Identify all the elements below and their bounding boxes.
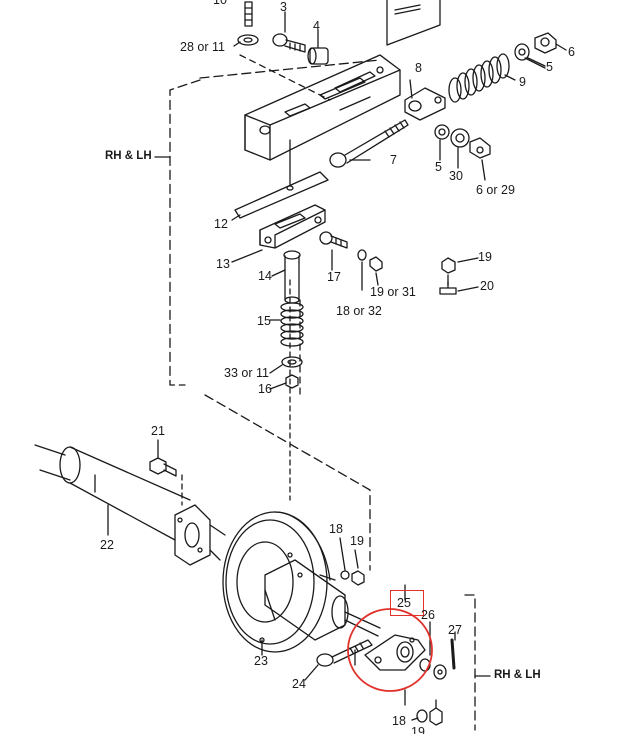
callout-5-lower: 5 (435, 160, 442, 174)
callout-14: 14 (258, 269, 272, 283)
pin-spring-stack (280, 250, 304, 389)
callout-7: 7 (390, 153, 397, 167)
callout-21: 21 (151, 424, 165, 438)
callout-9: 9 (519, 75, 526, 89)
callout-16: 16 (258, 382, 272, 396)
callout-10: 10 (213, 0, 227, 7)
spring-assembly (404, 32, 567, 181)
split-pin-27 (450, 631, 456, 670)
bolt-21 (149, 439, 177, 477)
bolt-24 (304, 639, 373, 681)
callout-6-or-29: 6 or 29 (476, 183, 515, 197)
callout-6-top: 6 (568, 45, 575, 59)
top-small-parts (237, 1, 329, 65)
callout-30: 30 (449, 169, 463, 183)
callout-18-upper: 18 (329, 522, 343, 536)
callout-18-or-32: 18 or 32 (336, 304, 382, 318)
label-rh-lh-bottom: RH & LH (494, 669, 541, 681)
callout-33-or-11: 33 or 11 (224, 366, 269, 380)
callout-23: 23 (254, 654, 268, 668)
callout-20: 20 (480, 279, 494, 293)
callout-19-or-31: 19 or 31 (370, 285, 416, 299)
label-rh-lh-top: RH & LH (105, 150, 152, 162)
highlight-box-25 (390, 590, 424, 616)
callout-22: 22 (100, 538, 114, 552)
callout-19-right: 19 (478, 250, 492, 264)
callout-24: 24 (292, 677, 306, 691)
callout-8: 8 (415, 61, 422, 75)
callout-19-lower: 19 (411, 725, 425, 734)
brake-drum (222, 511, 331, 656)
axle-tube (34, 444, 226, 566)
leader-lines (231, 41, 546, 390)
callout-26: 26 (421, 608, 435, 622)
callout-12: 12 (214, 217, 228, 231)
callout-4: 4 (313, 19, 320, 33)
nuts-18-19-lower (411, 699, 443, 726)
stub-axle (264, 559, 381, 641)
bolt-20-set (439, 257, 479, 295)
nuts-18-19-upper (339, 537, 365, 586)
callout-19-upper: 19 (350, 534, 364, 548)
callout-17: 17 (327, 270, 341, 284)
callout-15: 15 (257, 314, 271, 328)
top-right-plate (386, 0, 441, 46)
callout-28-or-11: 28 or 11 (180, 40, 225, 54)
callout-13: 13 (216, 257, 230, 271)
callout-27: 27 (448, 623, 462, 637)
bolt-7 (329, 119, 409, 168)
bolt-17-set (319, 231, 383, 291)
callout-18-lower: 18 (392, 714, 406, 728)
main-bracket (244, 54, 401, 161)
callout-3: 3 (280, 0, 287, 14)
callout-5-top: 5 (546, 60, 553, 74)
bracket-13 (259, 204, 326, 249)
callout-25: 25 (397, 596, 411, 610)
